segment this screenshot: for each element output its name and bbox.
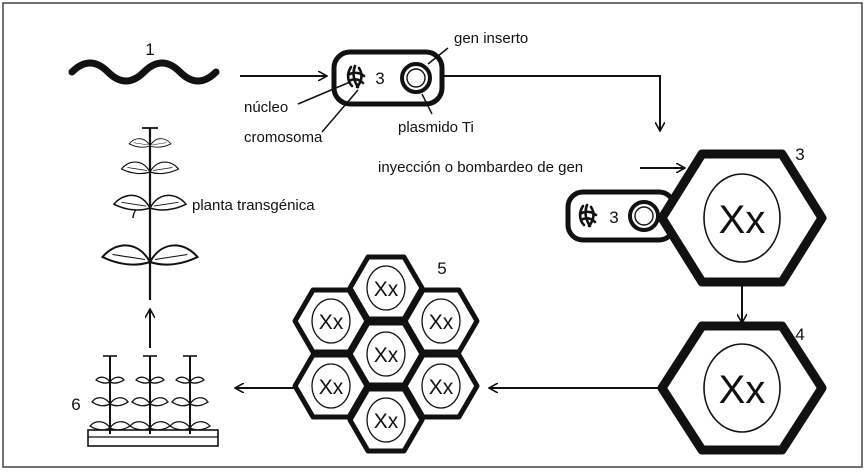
cell-chromosomes-label: Xx — [429, 376, 454, 399]
small-plant-cell-icon: Xx — [292, 352, 370, 420]
cell-chromosomes-label: Xx — [319, 376, 344, 399]
plasmido-ti-label: plasmido Ti — [398, 119, 474, 136]
small-plant-cell-icon: Xx — [347, 386, 425, 454]
seedling-tray-icon — [87, 355, 219, 447]
planta-transgenica-label: planta transgénica — [192, 197, 315, 214]
step-3-number-c: 3 — [795, 145, 804, 164]
plasmid-ring-icon — [400, 62, 432, 94]
step-3-number-a: 3 — [375, 69, 384, 88]
cell-chromosomes-label: Xx — [319, 311, 344, 334]
cell-chromosomes-label: Xx — [374, 410, 399, 433]
figure-frame — [2, 2, 863, 468]
cromosoma-label: cromosoma — [244, 129, 323, 146]
arrow-icon — [442, 75, 660, 130]
nucleo-label: núcleo — [244, 99, 288, 116]
small-plant-cell-icon: Xx — [347, 320, 425, 388]
cell-chromosomes-label: Xx — [374, 344, 399, 367]
step-7-number: 7 — [129, 203, 138, 222]
inyeccion-label: inyección o bombardeo de gen — [378, 159, 583, 176]
small-plant-cell-icon: Xx — [402, 352, 480, 420]
plant-icon — [101, 127, 199, 300]
step-3-number-b: 3 — [609, 208, 618, 227]
step-4-number: 4 — [795, 325, 804, 344]
plasmid-ring-icon — [628, 200, 660, 232]
gen-inserto-label: gen inserto — [454, 30, 528, 47]
cell-chromosomes-label: Xx — [374, 278, 399, 301]
cell-chromosomes-label: Xx — [429, 311, 454, 334]
step-1-number: 1 — [145, 40, 154, 59]
step-6-number: 6 — [71, 395, 80, 414]
cell-chromosomes-label: Xx — [719, 368, 766, 412]
step-5-number: 5 — [437, 259, 446, 278]
cell-chromosomes-label: Xx — [719, 198, 766, 242]
dna-strand-icon — [68, 59, 220, 85]
small-plant-cell-icon: Xx — [292, 287, 370, 355]
